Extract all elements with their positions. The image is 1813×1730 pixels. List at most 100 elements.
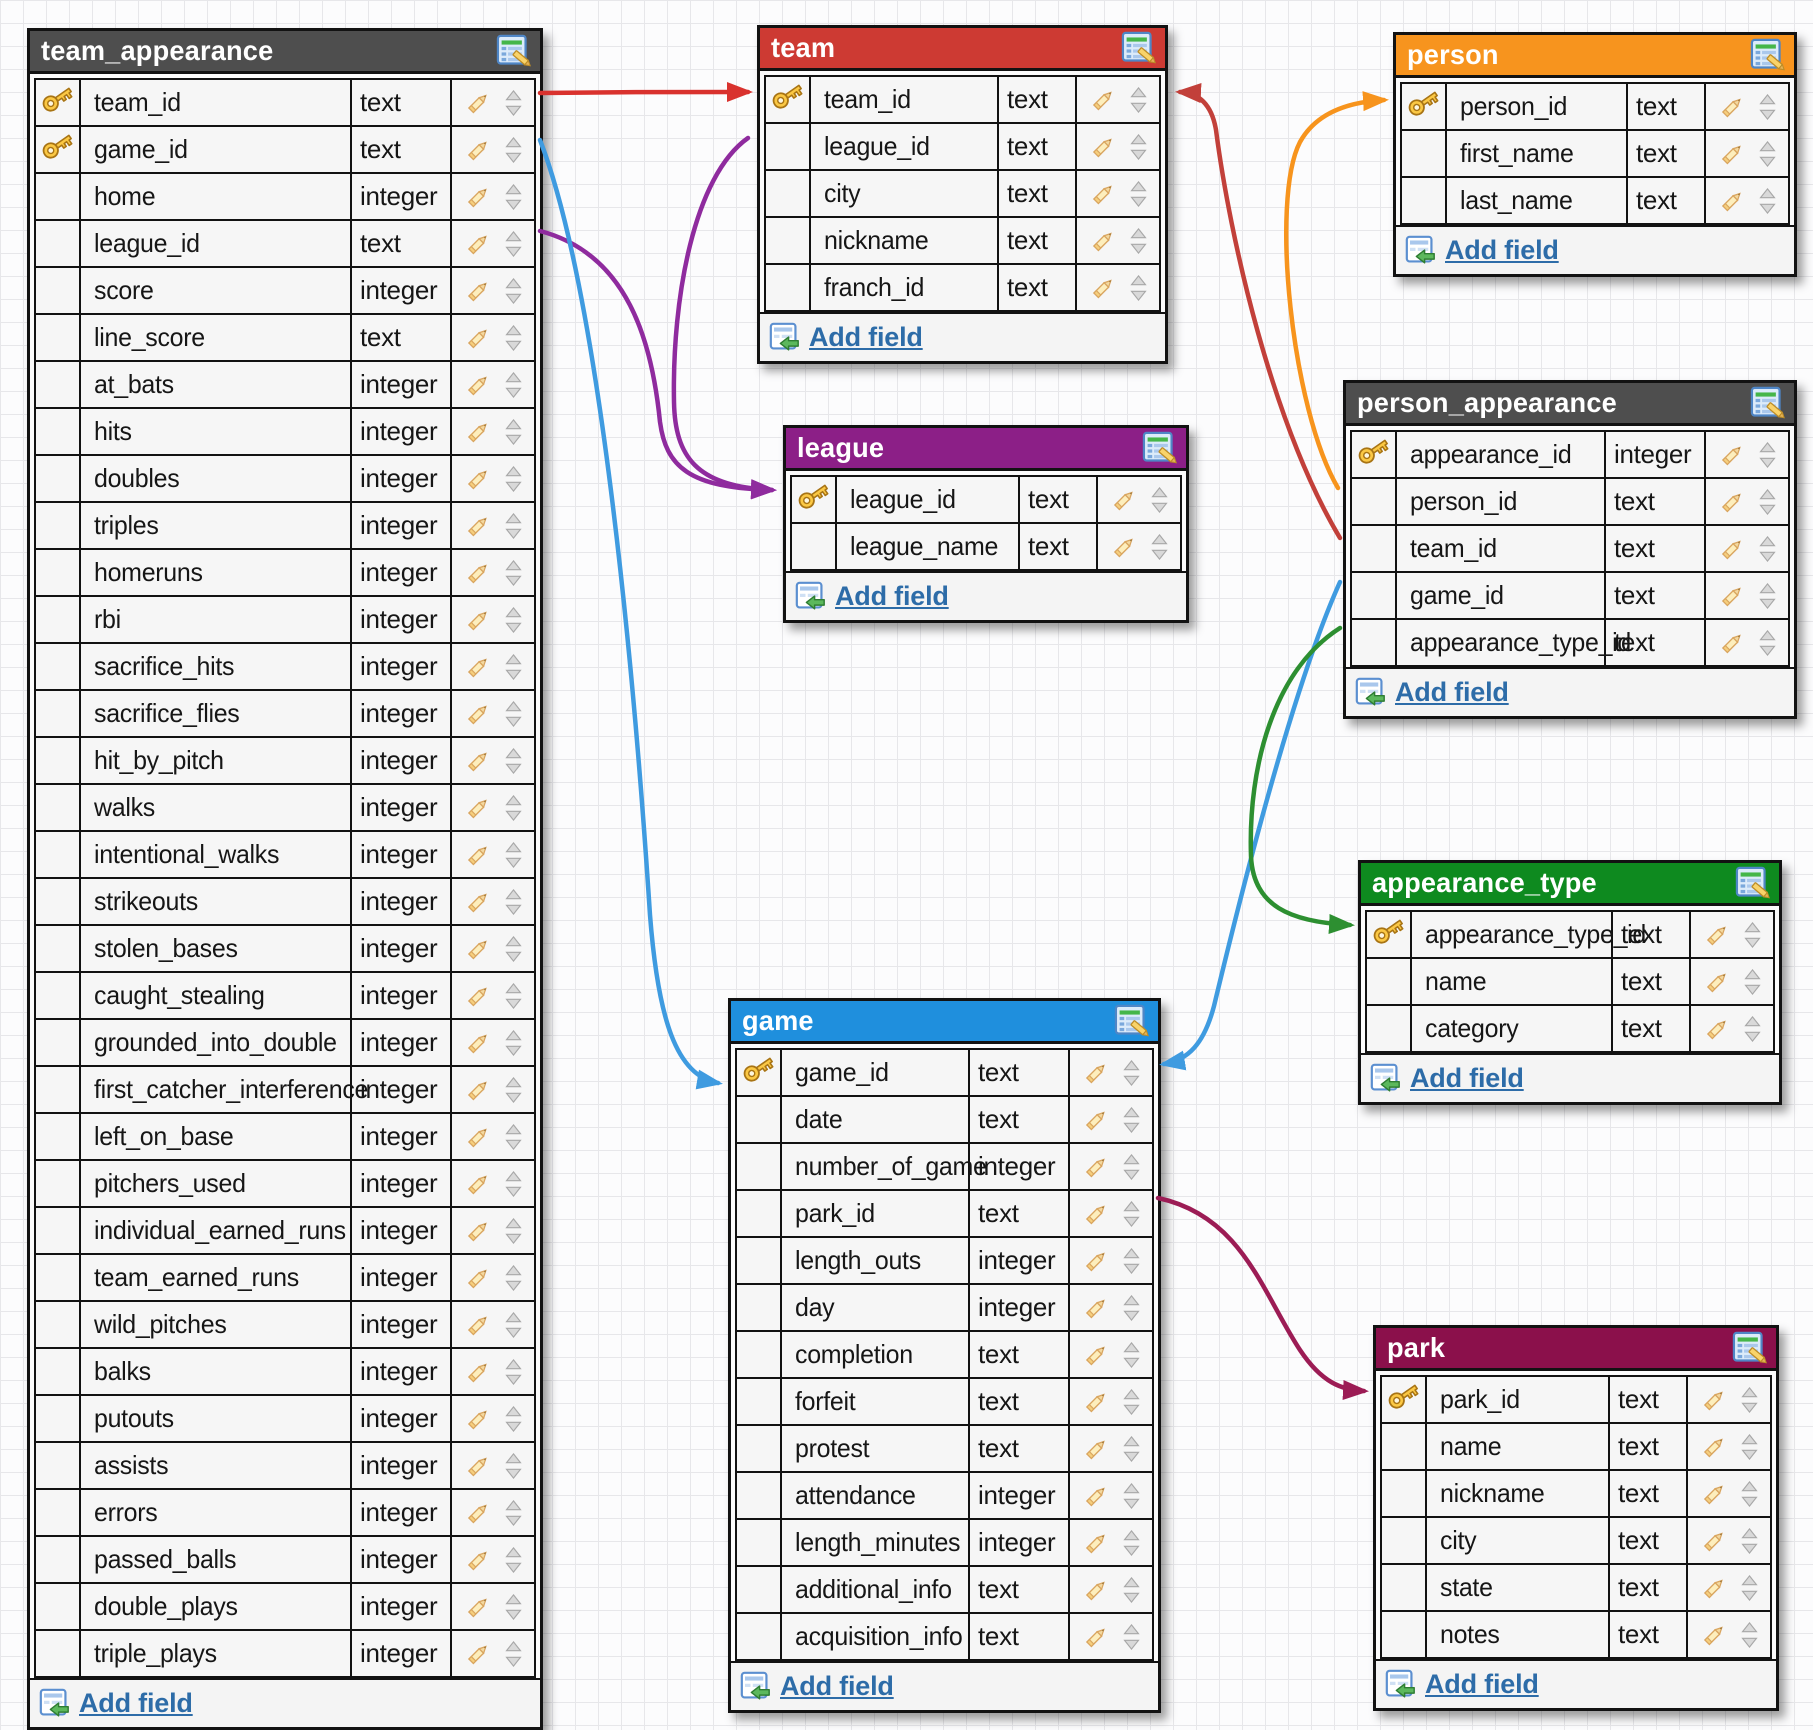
add-field-link[interactable]: Add field <box>79 1688 193 1718</box>
edit-field-icon[interactable] <box>465 324 492 351</box>
move-field-icon[interactable] <box>504 1217 522 1245</box>
edit-field-icon[interactable] <box>465 935 492 962</box>
edit-field-icon[interactable] <box>465 982 492 1009</box>
move-field-icon[interactable] <box>504 606 522 634</box>
edit-field-icon[interactable] <box>465 841 492 868</box>
edit-field-icon[interactable] <box>1090 227 1117 254</box>
add-field-link[interactable]: Add field <box>780 1671 894 1701</box>
add-field-link[interactable]: Add field <box>1445 235 1559 265</box>
edit-field-icon[interactable] <box>465 371 492 398</box>
edit-field-icon[interactable] <box>465 1123 492 1150</box>
move-field-icon[interactable] <box>504 512 522 540</box>
edit-field-icon[interactable] <box>465 1452 492 1479</box>
edit-table-icon[interactable] <box>1114 1004 1151 1039</box>
move-field-icon[interactable] <box>1740 1574 1758 1602</box>
move-field-icon[interactable] <box>1758 582 1776 610</box>
move-field-icon[interactable] <box>504 653 522 681</box>
edit-field-icon[interactable] <box>1701 1433 1728 1460</box>
move-field-icon[interactable] <box>504 1358 522 1386</box>
move-field-icon[interactable] <box>1122 1200 1140 1228</box>
edit-field-icon[interactable] <box>1719 187 1746 214</box>
edit-field-icon[interactable] <box>1083 1435 1110 1462</box>
move-field-icon[interactable] <box>1758 535 1776 563</box>
move-field-icon[interactable] <box>1122 1435 1140 1463</box>
edit-field-icon[interactable] <box>1719 582 1746 609</box>
move-field-icon[interactable] <box>504 1311 522 1339</box>
move-field-icon[interactable] <box>1758 93 1776 121</box>
edit-field-icon[interactable] <box>465 1029 492 1056</box>
edit-field-icon[interactable] <box>1701 1621 1728 1648</box>
edit-field-icon[interactable] <box>465 653 492 680</box>
edit-field-icon[interactable] <box>465 465 492 492</box>
add-field-link[interactable]: Add field <box>1425 1669 1539 1699</box>
table-header[interactable]: game <box>731 1001 1158 1044</box>
edit-field-icon[interactable] <box>1719 629 1746 656</box>
move-field-icon[interactable] <box>504 700 522 728</box>
move-field-icon[interactable] <box>504 747 522 775</box>
edit-field-icon[interactable] <box>1704 968 1731 995</box>
move-field-icon[interactable] <box>1758 140 1776 168</box>
move-field-icon[interactable] <box>1740 1386 1758 1414</box>
edit-field-icon[interactable] <box>465 1217 492 1244</box>
move-field-icon[interactable] <box>1150 533 1168 561</box>
edit-field-icon[interactable] <box>1083 1623 1110 1650</box>
edit-field-icon[interactable] <box>465 136 492 163</box>
move-field-icon[interactable] <box>504 935 522 963</box>
move-field-icon[interactable] <box>504 1593 522 1621</box>
move-field-icon[interactable] <box>1150 486 1168 514</box>
move-field-icon[interactable] <box>504 1029 522 1057</box>
edit-field-icon[interactable] <box>465 700 492 727</box>
edit-field-icon[interactable] <box>1719 535 1746 562</box>
move-field-icon[interactable] <box>504 324 522 352</box>
move-field-icon[interactable] <box>1740 1527 1758 1555</box>
move-field-icon[interactable] <box>1129 86 1147 114</box>
edit-field-icon[interactable] <box>1701 1527 1728 1554</box>
move-field-icon[interactable] <box>1122 1482 1140 1510</box>
move-field-icon[interactable] <box>504 136 522 164</box>
move-field-icon[interactable] <box>1758 187 1776 215</box>
move-field-icon[interactable] <box>504 794 522 822</box>
edit-field-icon[interactable] <box>1701 1386 1728 1413</box>
edit-field-icon[interactable] <box>1083 1247 1110 1274</box>
table-header[interactable]: team_appearance <box>30 31 540 74</box>
edit-table-icon[interactable] <box>1750 386 1787 421</box>
move-field-icon[interactable] <box>1740 1621 1758 1649</box>
move-field-icon[interactable] <box>1129 133 1147 161</box>
move-field-icon[interactable] <box>1122 1576 1140 1604</box>
edit-field-icon[interactable] <box>465 1264 492 1291</box>
move-field-icon[interactable] <box>1758 629 1776 657</box>
move-field-icon[interactable] <box>504 1546 522 1574</box>
move-field-icon[interactable] <box>1743 921 1761 949</box>
edit-field-icon[interactable] <box>1111 486 1138 513</box>
edit-field-icon[interactable] <box>1719 441 1746 468</box>
edit-field-icon[interactable] <box>1719 488 1746 515</box>
edit-field-icon[interactable] <box>465 794 492 821</box>
edit-field-icon[interactable] <box>465 89 492 116</box>
table-header[interactable]: appearance_type <box>1361 863 1779 906</box>
edit-field-icon[interactable] <box>465 1170 492 1197</box>
edit-field-icon[interactable] <box>1704 1015 1731 1042</box>
move-field-icon[interactable] <box>504 277 522 305</box>
move-field-icon[interactable] <box>504 465 522 493</box>
edit-field-icon[interactable] <box>465 747 492 774</box>
table-header[interactable]: person <box>1396 35 1794 78</box>
edit-field-icon[interactable] <box>1090 133 1117 160</box>
edit-field-icon[interactable] <box>465 559 492 586</box>
move-field-icon[interactable] <box>504 559 522 587</box>
move-field-icon[interactable] <box>1743 1015 1761 1043</box>
edit-field-icon[interactable] <box>465 1076 492 1103</box>
move-field-icon[interactable] <box>1740 1480 1758 1508</box>
edit-field-icon[interactable] <box>1719 140 1746 167</box>
move-field-icon[interactable] <box>504 841 522 869</box>
add-field-link[interactable]: Add field <box>1395 677 1509 707</box>
move-field-icon[interactable] <box>1758 488 1776 516</box>
edit-field-icon[interactable] <box>1704 921 1731 948</box>
move-field-icon[interactable] <box>1129 180 1147 208</box>
edit-field-icon[interactable] <box>1083 1529 1110 1556</box>
edit-field-icon[interactable] <box>465 1593 492 1620</box>
move-field-icon[interactable] <box>1122 1388 1140 1416</box>
edit-table-icon[interactable] <box>1121 31 1158 66</box>
edit-field-icon[interactable] <box>465 1640 492 1667</box>
move-field-icon[interactable] <box>504 888 522 916</box>
move-field-icon[interactable] <box>1122 1623 1140 1651</box>
